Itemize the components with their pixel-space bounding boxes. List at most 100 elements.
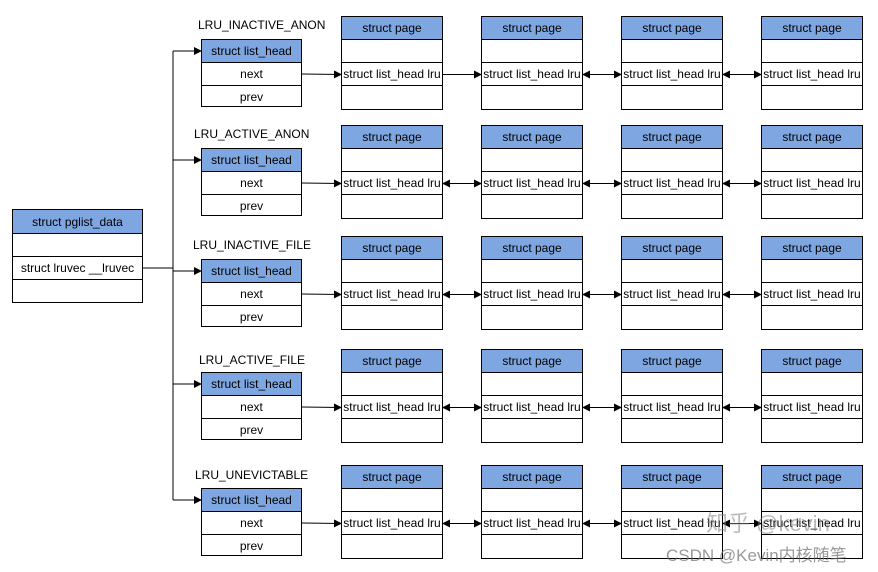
page-box: struct page struct list_head lru [621,349,723,443]
page-empty-row [342,373,442,396]
list-head-title: struct list_head [202,260,301,283]
zhihu-watermark: 知乎 @kevin [706,511,830,536]
next-arrow [301,290,342,299]
page-empty-row [482,419,582,442]
page-title: struct page [762,350,862,373]
page-empty-row [622,306,722,329]
page-empty-row [762,306,862,329]
lru-list-title: LRU_UNEVICTABLE [195,468,309,482]
page-title: struct page [622,350,722,373]
page-empty-row [342,419,442,442]
page-empty-row [622,86,722,109]
list-head-title: struct list_head [202,373,301,396]
page-title: struct page [762,126,862,149]
list-head-next: next [202,396,301,419]
page-empty-row [482,373,582,396]
page-lru-field: struct list_head lru [762,512,862,535]
page-empty-row [622,489,722,512]
page-lru-field: struct list_head lru [482,396,582,419]
page-empty-row [482,489,582,512]
page-empty-row [762,419,862,442]
next-arrow [301,403,342,412]
list-head-next: next [202,512,301,535]
page-title: struct page [762,237,862,260]
page-empty-row [622,149,722,172]
page-lru-field: struct list_head lru [342,172,442,195]
page-box: struct page struct list_head lru [341,16,443,110]
page-lru-field: struct list_head lru [622,512,722,535]
csdn-watermark: CSDN @Kevin内核随笔 [666,546,847,565]
list-head-prev: prev [239,199,264,213]
page-empty-row [482,260,582,283]
page-empty-row [762,40,862,63]
page-title: struct page [622,126,722,149]
pglist-data-title: struct pglist_data [13,210,142,234]
page-lru-field: struct list_head lru [482,512,582,535]
page-box: struct page struct list_head lru [761,465,863,559]
list-head-prev: prev [239,539,264,553]
next-arrow [301,179,342,188]
page-title: struct page [482,17,582,40]
list-head-next: next [202,172,301,195]
page-lru-field: struct list_head lru [482,63,582,86]
page-empty-row [762,489,862,512]
page-empty-row [482,195,582,218]
page-empty-row [762,373,862,396]
page-lru-field: struct list_head lru [762,283,862,306]
page-empty-row [342,260,442,283]
list-head-prev: prev [239,310,264,324]
list-head-title: struct list_head [202,489,301,512]
page-empty-row [622,419,722,442]
page-empty-row [482,535,582,558]
page-empty-row [342,40,442,63]
page-empty-row [622,195,722,218]
page-lru-field: struct list_head lru [762,396,862,419]
pglist-data-box: struct pglist_data struct lruvec __lruve… [12,209,143,303]
list-head-prev: prev [239,90,264,104]
page-lru-field: struct list_head lru [342,283,442,306]
page-box: struct page struct list_head lru [621,125,723,219]
page-empty-row [342,306,442,329]
page-empty-row [482,86,582,109]
page-empty-row [622,373,722,396]
page-title: struct page [762,466,862,489]
page-title: struct page [622,17,722,40]
page-title: struct page [482,237,582,260]
page-lru-field: struct list_head lru [342,396,442,419]
page-empty-row [342,535,442,558]
page-title: struct page [342,466,442,489]
list-head-title: struct list_head [202,40,301,63]
page-empty-row [342,86,442,109]
page-empty-row [342,195,442,218]
page-box: struct page struct list_head lru [761,349,863,443]
list-head-next: next [202,63,301,86]
page-box: struct page struct list_head lru [481,16,583,110]
page-lru-field: struct list_head lru [342,63,442,86]
page-empty-row [342,149,442,172]
page-empty-row [762,149,862,172]
lru-list-title: LRU_INACTIVE_FILE [193,238,312,252]
page-lru-field: struct list_head lru [622,396,722,419]
lru-list-title: LRU_INACTIVE_ANON [198,18,326,32]
page-lru-field: struct list_head lru [622,172,722,195]
lru-list-title: LRU_ACTIVE_ANON [194,127,310,141]
page-empty-row [622,260,722,283]
pglist-data-lruvec-field: struct lruvec __lruvec [13,257,142,280]
pglist-data-empty-row [13,234,142,257]
page-empty-row [762,260,862,283]
page-title: struct page [342,17,442,40]
